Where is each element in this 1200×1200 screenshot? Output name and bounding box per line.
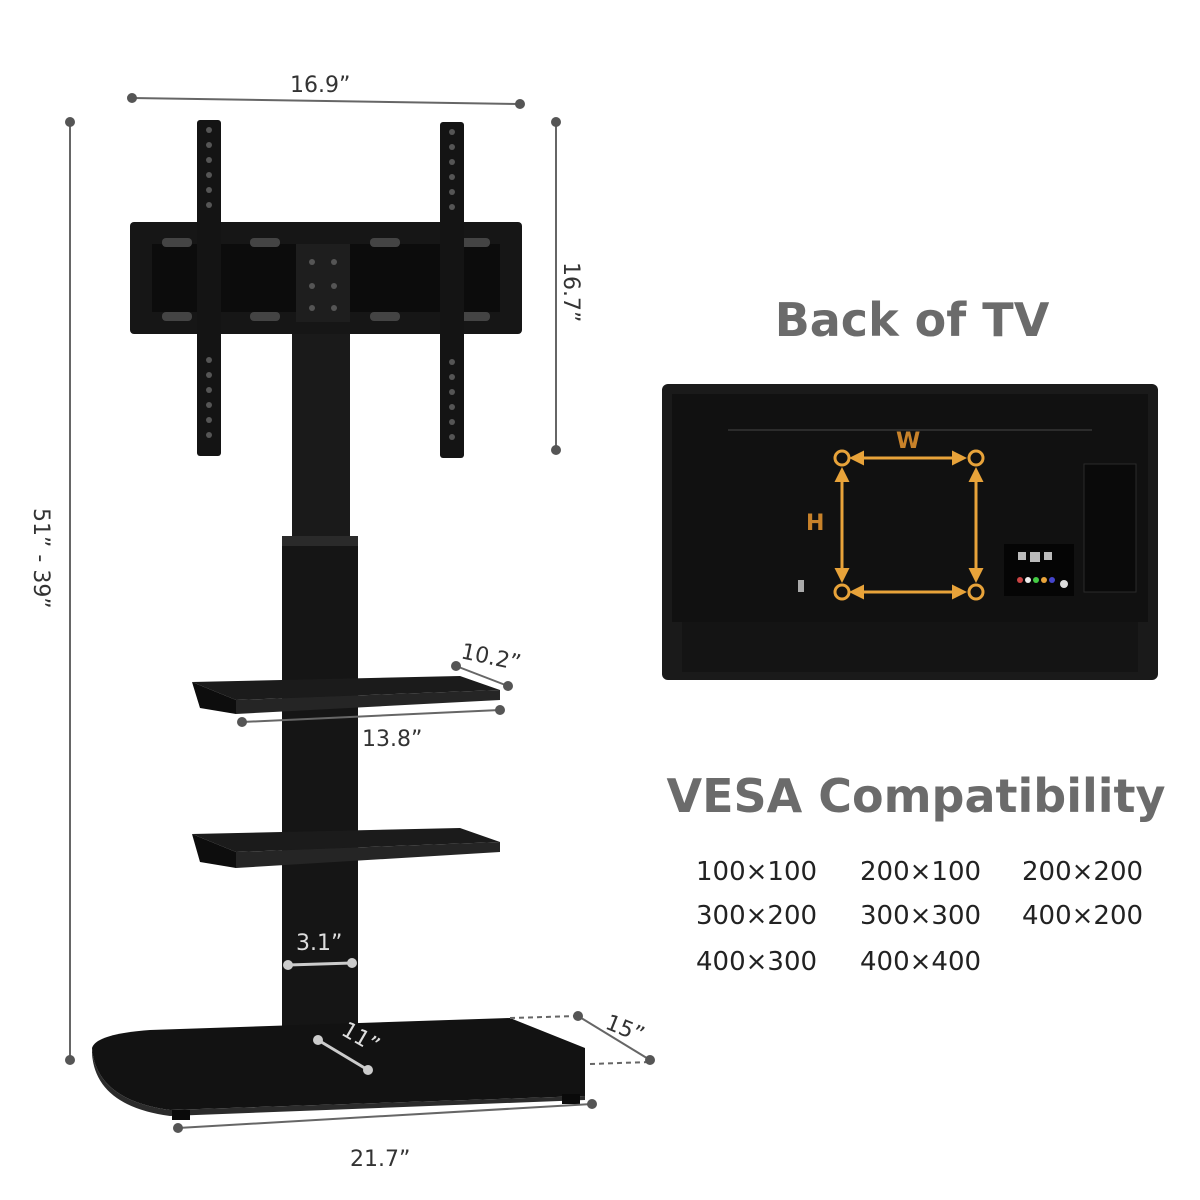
lower-shelf [192, 828, 500, 868]
vesa-width-marker: W [896, 429, 920, 454]
tv-ports [798, 544, 1074, 596]
shelf-width-label: 13.8” [362, 727, 422, 752]
stand-base [92, 1018, 585, 1120]
base-width-label: 21.7” [350, 1147, 410, 1172]
vesa-size-item: 200×200 [1022, 857, 1143, 887]
mount-arm-right [440, 122, 464, 458]
vesa-size-item: 400×300 [696, 947, 817, 977]
vesa-size-item: 400×200 [1022, 901, 1143, 931]
stand-column-upper [292, 330, 350, 550]
vesa-size-item: 300×300 [860, 901, 981, 931]
dimension-lines [65, 93, 655, 1133]
tv-back-illustration: W H [662, 384, 1158, 680]
tv-side-panel [1083, 463, 1137, 593]
vesa-size-item: 100×100 [696, 857, 817, 887]
vesa-size-list: 100×100 200×100 200×200 300×200 300×300 … [696, 857, 1143, 977]
base-depth-label: 15” [602, 1010, 648, 1048]
top-width-label: 16.9” [290, 73, 350, 98]
upper-shelf [192, 676, 500, 714]
back-of-tv-heading: Back of TV [775, 293, 1050, 347]
mount-height-label: 16.7” [558, 262, 583, 322]
vesa-size-item: 400×400 [860, 947, 981, 977]
vesa-size-item: 200×100 [860, 857, 981, 887]
stand-column-lower [282, 536, 358, 1076]
mount-arm-left [197, 120, 221, 456]
column-width-label: 3.1” [296, 931, 342, 956]
vesa-height-marker: H [806, 511, 824, 536]
vesa-size-item: 300×200 [696, 901, 817, 931]
total-height-label: 51” - 39” [28, 508, 53, 609]
vesa-pattern: W H [806, 429, 985, 601]
vesa-heading: VESA Compatibility [667, 769, 1166, 823]
tv-stand-illustration [92, 120, 585, 1120]
